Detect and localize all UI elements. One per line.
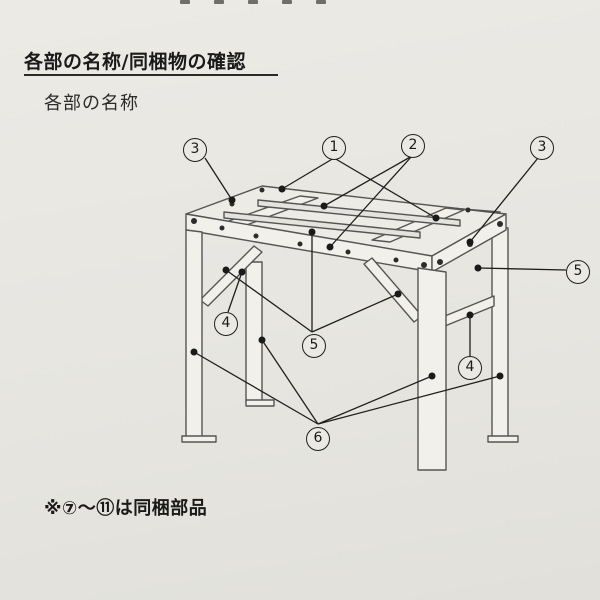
- cropped-text-remnant: [180, 0, 440, 6]
- brace-left: [199, 245, 263, 307]
- brace-right: [363, 257, 423, 323]
- leader-5a: [225, 269, 313, 333]
- callout-4-left: 4: [214, 312, 238, 336]
- leader-3-left: [204, 157, 233, 201]
- leader-4-left: [227, 271, 243, 313]
- mount-rail-2: [257, 199, 461, 227]
- callout-3-right: 3: [530, 136, 554, 160]
- leader-6c: [317, 375, 433, 425]
- leg-back-right: [491, 227, 509, 439]
- leader-2a: [323, 155, 413, 207]
- leader-6b: [261, 339, 319, 425]
- callout-6: 6: [306, 427, 330, 451]
- heading-underline: [24, 74, 278, 76]
- leader-6a: [193, 351, 319, 425]
- crossbar-right-low: [439, 295, 495, 329]
- foot-front-left: [181, 435, 217, 443]
- included-parts-note: ※⑦〜⑪は同梱部品: [44, 498, 208, 519]
- callout-4-right: 4: [458, 356, 482, 380]
- leader-3-right: [469, 157, 539, 243]
- section-heading: 各部の名称/同梱物の確認: [24, 51, 246, 73]
- leader-1a: [281, 157, 335, 190]
- leader-1b: [333, 157, 437, 219]
- leader-5-right: [477, 267, 567, 271]
- callout-1: 1: [322, 136, 346, 160]
- callout-3-left: 3: [183, 138, 207, 162]
- callout-5-right: 5: [566, 260, 590, 284]
- leader-6d: [317, 375, 501, 425]
- leg-front-left: [185, 229, 203, 439]
- leader-5c: [311, 293, 399, 333]
- foot-back-right: [487, 435, 519, 443]
- callout-5-center: 5: [302, 334, 326, 358]
- leg-back-left: [245, 261, 263, 403]
- leg-front-right: [417, 267, 447, 471]
- leader-2b: [329, 155, 413, 248]
- callout-2: 2: [401, 134, 425, 158]
- mount-rail-1: [223, 211, 421, 239]
- foot-back-left: [245, 399, 275, 407]
- section-subheading: 各部の名称: [44, 93, 139, 114]
